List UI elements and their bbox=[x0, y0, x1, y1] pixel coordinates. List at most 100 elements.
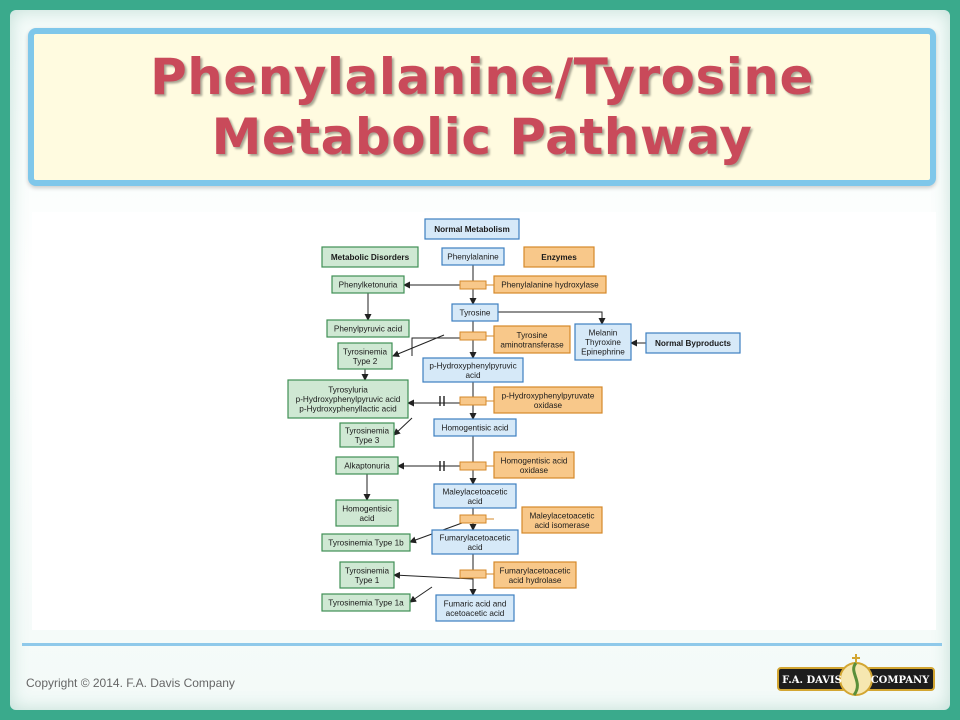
node-label-maleylacetoacetic-acid: Maleylacetoacetic bbox=[442, 487, 507, 496]
tyrosinemia-2-connector bbox=[411, 337, 473, 356]
node-label-p-hydroxyphenylpyruvate-oxidase: p-Hydroxyphenylpyruvate bbox=[502, 391, 595, 400]
node-label-tyrosinemia-type-2: Tyrosinemia bbox=[343, 347, 388, 356]
node-label-alkaptonuria: Alkaptonuria bbox=[344, 462, 390, 471]
node-label-maleylacetoacetic-acid-isomerase: Maleylacetoacetic bbox=[529, 511, 594, 520]
node-normal-byproducts: Normal Byproducts bbox=[645, 332, 741, 354]
node-label-phenylketonuria: Phenylketonuria bbox=[339, 281, 398, 290]
node-label-phenylpyruvic-acid: Phenylpyruvic acid bbox=[334, 325, 403, 334]
node-phenylalanine: Phenylalanine bbox=[441, 247, 505, 266]
node-box-normal-byproducts bbox=[645, 332, 741, 354]
node-box-maleylacetoacetic-acid-isomerase bbox=[521, 506, 603, 534]
node-phenylpyruvic-acid: Phenylpyruvic acid bbox=[326, 319, 410, 338]
node-box-tyrosinemia-type-1 bbox=[339, 561, 395, 589]
node-label-tyrosinemia-type-1: Type 1 bbox=[355, 576, 380, 585]
node-label-tyrosinemia-type-1: Tyrosinemia bbox=[345, 566, 390, 575]
enzyme-block-marker bbox=[459, 569, 487, 579]
node-box-phenylpyruvic-acid bbox=[326, 319, 410, 338]
node-enzymes: Enzymes bbox=[523, 246, 595, 268]
node-box-enzymes bbox=[523, 246, 595, 268]
node-label-tyrosinemia-type-3: Type 3 bbox=[355, 436, 380, 445]
node-label-p-hydroxyphenylpyruvic-acid: p-Hydroxyphenylpyruvic bbox=[429, 361, 516, 370]
node-label-fumarylacetoacetic-acid: acid bbox=[467, 543, 482, 552]
node-label-maleylacetoacetic-acid-isomerase: acid isomerase bbox=[534, 521, 590, 530]
node-label-metabolic-disorders: Metabolic Disorders bbox=[331, 253, 410, 262]
node-label-homogentisic-acid-oxidase: oxidase bbox=[520, 466, 549, 475]
node-normal-metabolism: Normal Metabolism bbox=[424, 218, 520, 240]
node-homogentisic-acid: Homogentisic acid bbox=[433, 418, 517, 437]
node-box-alkaptonuria bbox=[335, 456, 399, 475]
pathway-arrow bbox=[409, 586, 433, 603]
node-box-homogentisic-acid bbox=[433, 418, 517, 437]
footer-rule bbox=[22, 643, 942, 646]
enzyme-block-marker bbox=[459, 514, 487, 524]
title-line-2: Metabolic Pathway bbox=[211, 108, 753, 166]
node-phenylketonuria: Phenylketonuria bbox=[331, 275, 405, 294]
node-box-tyrosinemia-type-1a bbox=[321, 593, 411, 612]
node-label-melanin-group: Melanin bbox=[589, 329, 618, 338]
node-label-tyrosyluria: Tyrosyluria bbox=[328, 386, 368, 395]
node-box-tyrosinemia-type-3 bbox=[339, 422, 395, 448]
node-label-fumarylacetoacetic-acid: Fumarylacetoacetic bbox=[440, 533, 511, 542]
node-box-fumarylacetoacetic-acid-hydrolase bbox=[493, 561, 577, 589]
node-alkaptonuria: Alkaptonuria bbox=[335, 456, 399, 475]
node-tyrosinemia-type-1a: Tyrosinemia Type 1a bbox=[321, 593, 411, 612]
enzyme-block-marker bbox=[459, 396, 487, 406]
node-phenylalanine-hydroxylase: Phenylalanine hydroxylase bbox=[493, 275, 607, 294]
logo-right-text: COMPANY bbox=[871, 675, 930, 686]
enzyme-block-marker bbox=[459, 461, 487, 471]
node-label-homogentisic-acid-disorder: Homogentisic bbox=[342, 504, 392, 513]
torch-icon bbox=[852, 654, 860, 662]
title-box: Phenylalanine/Tyrosine Metabolic Pathway bbox=[28, 28, 936, 186]
node-label-melanin-group: Epinephrine bbox=[581, 348, 625, 357]
node-box-homogentisic-acid-oxidase bbox=[493, 451, 575, 479]
node-box-maleylacetoacetic-acid bbox=[433, 483, 517, 509]
node-label-homogentisic-acid-oxidase: Homogentisic acid bbox=[501, 456, 568, 465]
node-label-phenylalanine: Phenylalanine bbox=[447, 253, 499, 262]
node-tyrosine: Tyrosine bbox=[451, 303, 499, 322]
node-box-tyrosyluria bbox=[287, 379, 409, 419]
node-label-fumaric-acid: acetoacetic acid bbox=[446, 609, 505, 618]
node-label-tyrosyluria: p-Hydroxyphenylpyruvic acid bbox=[296, 395, 401, 404]
node-label-melanin-group: Thyroxine bbox=[585, 338, 621, 347]
node-box-tyrosine-aminotransferase bbox=[493, 325, 571, 354]
node-label-enzymes: Enzymes bbox=[541, 253, 577, 262]
node-box-p-hydroxyphenylpyruvate-oxidase bbox=[493, 386, 603, 414]
node-box-fumarylacetoacetic-acid bbox=[431, 529, 519, 555]
node-box-metabolic-disorders bbox=[321, 246, 419, 268]
node-label-fumarylacetoacetic-acid-hydrolase: acid hydrolase bbox=[509, 576, 562, 585]
title-line-1: Phenylalanine/Tyrosine bbox=[150, 48, 814, 106]
node-label-fumarylacetoacetic-acid-hydrolase: Fumarylacetoacetic bbox=[500, 566, 571, 575]
pathway-arrow bbox=[393, 417, 413, 436]
node-label-p-hydroxyphenylpyruvic-acid: acid bbox=[465, 371, 480, 380]
fa-davis-logo: F.A. DAVIS COMPANY bbox=[777, 654, 935, 696]
node-label-tyrosinemia-type-2: Type 2 bbox=[353, 357, 378, 366]
node-label-tyrosyluria: p-Hydroxyphenyllactic acid bbox=[299, 405, 397, 414]
node-box-phenylalanine bbox=[441, 247, 505, 266]
node-box-melanin-group bbox=[574, 323, 632, 361]
node-box-tyrosine bbox=[451, 303, 499, 322]
node-label-tyrosine-aminotransferase: aminotransferase bbox=[500, 340, 564, 349]
node-label-homogentisic-acid-disorder: acid bbox=[359, 514, 374, 523]
logo-left-text: F.A. DAVIS bbox=[782, 675, 842, 686]
node-box-fumaric-acid bbox=[435, 594, 515, 622]
enzyme-block-marker bbox=[459, 280, 487, 290]
node-box-phenylketonuria bbox=[331, 275, 405, 294]
node-label-normal-metabolism: Normal Metabolism bbox=[434, 225, 510, 234]
node-label-tyrosinemia-type-1a: Tyrosinemia Type 1a bbox=[328, 599, 404, 608]
globe-meridian bbox=[852, 662, 859, 696]
node-label-tyrosinemia-type-3: Tyrosinemia bbox=[345, 426, 390, 435]
node-label-maleylacetoacetic-acid: acid bbox=[467, 497, 482, 506]
